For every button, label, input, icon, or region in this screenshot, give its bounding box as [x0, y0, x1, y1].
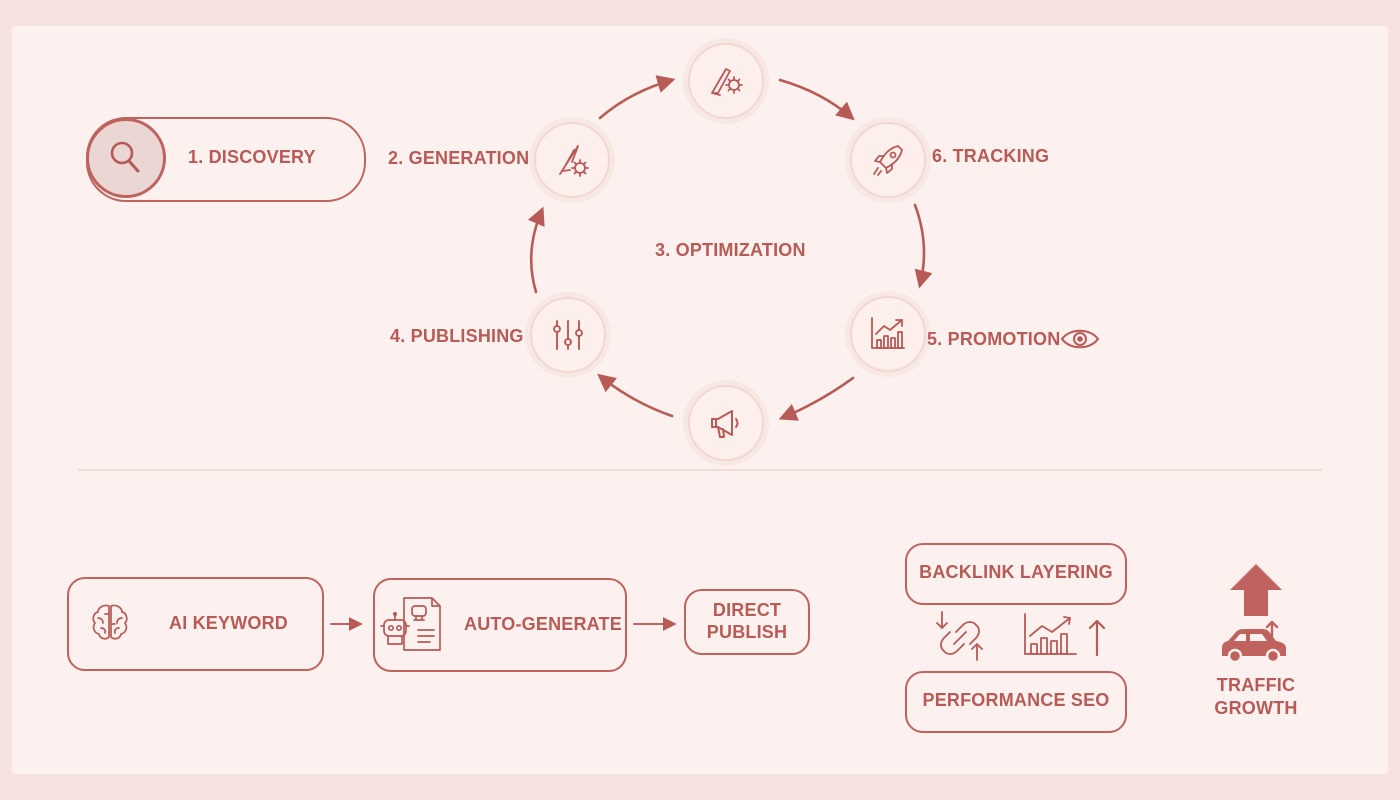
eye-icon — [1060, 329, 1100, 349]
brain-icon — [92, 604, 128, 640]
robot-document-icon — [380, 597, 441, 651]
bottom-node[interactable] — [688, 385, 764, 461]
tracking-label: 6. TRACKING — [932, 146, 1050, 166]
generation-node[interactable] — [534, 122, 610, 198]
arrow-top-to-tracking — [778, 78, 855, 121]
ai-keyword-label: AI KEYWORD — [169, 613, 288, 633]
arrow-generation-to-top — [598, 75, 676, 120]
pen-gear-icon — [711, 68, 743, 96]
car-icon — [1222, 620, 1286, 664]
generation-label: 2. GENERATION — [388, 148, 530, 168]
direct-publish-label-line2: PUBLISH — [706, 622, 788, 642]
magnifier-icon — [110, 141, 140, 173]
backlink-layering-box[interactable] — [905, 543, 1127, 605]
traffic-growth-label-line1: TRAFFIC — [1216, 675, 1296, 695]
sliders-icon — [553, 320, 583, 350]
optimization-label: 3. OPTIMIZATION — [655, 240, 806, 260]
up-arrow-icon — [1088, 619, 1106, 657]
discovery-icon-circle — [86, 118, 166, 198]
feather-gear-icon — [559, 145, 589, 177]
megaphone-icon — [711, 410, 739, 438]
performance-seo-box[interactable] — [905, 671, 1127, 733]
auto-generate-label: AUTO-GENERATE — [464, 614, 622, 634]
publishing-label: 4. PUBLISHING — [390, 326, 524, 346]
auto-generate-box[interactable] — [373, 578, 627, 672]
growth-chart-icon — [871, 317, 905, 349]
direct-publish-box[interactable] — [684, 589, 810, 655]
tracking-node[interactable] — [850, 122, 926, 198]
performance-seo-label: PERFORMANCE SEO — [922, 690, 1110, 710]
arrow-promotion-to-bottom — [778, 376, 855, 421]
arrow-publishing-to-generation — [527, 206, 545, 294]
section-divider — [78, 469, 1322, 471]
direct-publish-label-line1: DIRECT — [712, 600, 782, 620]
traffic-growth-label-line2: GROWTH — [1214, 698, 1298, 718]
backlink-layering-label: BACKLINK LAYERING — [919, 562, 1113, 582]
discovery-label: 1. DISCOVERY — [188, 147, 316, 167]
link-icon — [936, 611, 983, 661]
rocket-icon — [873, 145, 903, 176]
bar-chart-icon — [1024, 613, 1077, 655]
promotion-node[interactable] — [850, 296, 926, 372]
arrow-tracking-to-promotion — [913, 203, 933, 289]
promotion-label: 5. PROMOTION — [927, 329, 1061, 349]
publishing-node[interactable] — [530, 297, 606, 373]
big-up-arrow-icon — [1230, 564, 1282, 616]
arrow-bottom-to-publishing — [597, 373, 674, 418]
top-node[interactable] — [688, 43, 764, 119]
